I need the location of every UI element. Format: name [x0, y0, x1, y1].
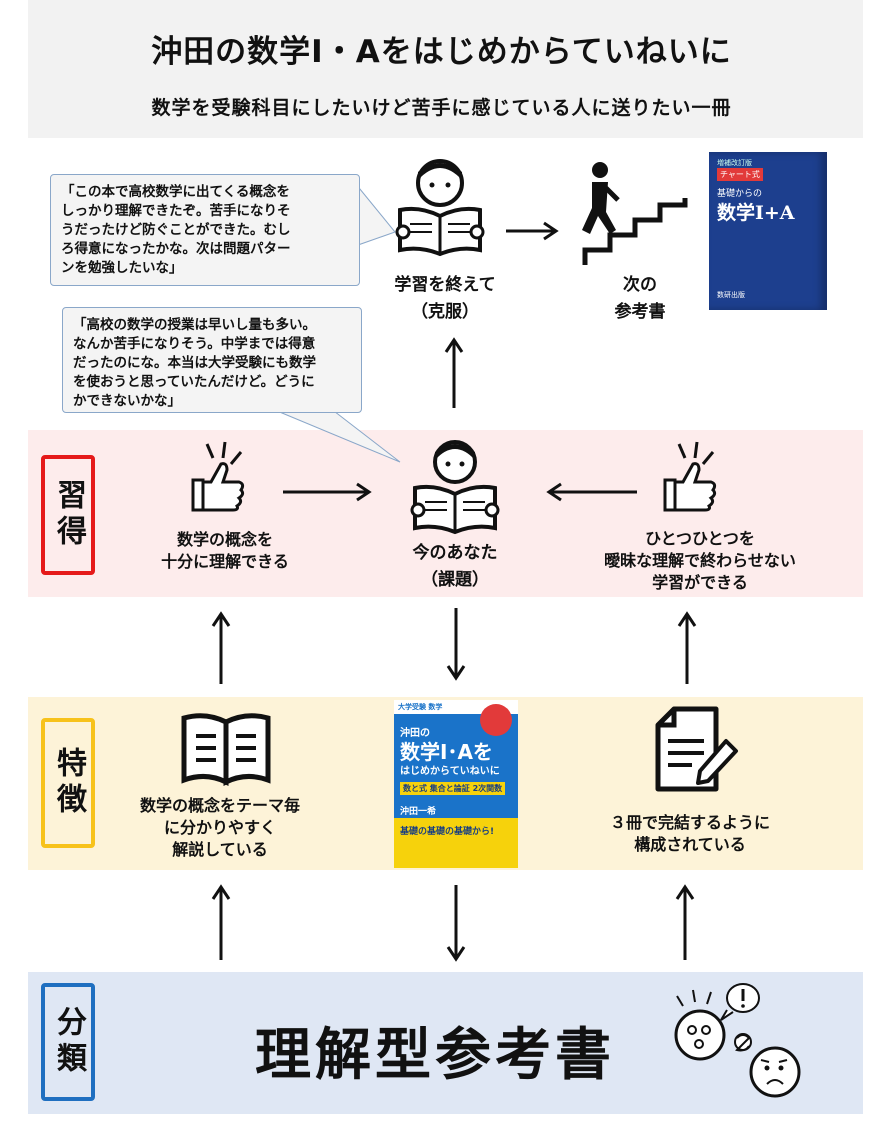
arrow-down-icon — [446, 608, 466, 681]
arrow-up-icon — [211, 611, 231, 684]
current-you-label: 今のあなた （課題） — [412, 543, 498, 590]
book-subtitle: 基礎からの — [717, 189, 763, 199]
arrow-down-icon — [446, 885, 466, 962]
featured-book-line1: 沖田の — [400, 728, 430, 739]
thumbs-up-right-icon — [663, 441, 717, 512]
after-study-label: 学習を終えて （克服） — [394, 275, 496, 322]
classification-tag: 分類 — [41, 983, 95, 1101]
features-tag: 特徴 — [41, 718, 95, 848]
book-publisher: 数研出版 — [717, 291, 745, 299]
next-reference-book-cover: 増補改訂版 チャート式 基礎からの 数学Ⅰ+A 数研出版 — [709, 152, 827, 310]
arrow-up-icon — [211, 884, 231, 960]
book-series: チャート式 — [717, 168, 763, 181]
speech-bubble-after: 「この本で高校数学に出てくる概念を しっかり理解できたぞ。苦手になりそ うだった… — [50, 174, 360, 286]
featured-book-series: 大学受験 数学 — [398, 703, 443, 711]
classification-label: 理解型参考書 — [255, 1023, 615, 1088]
featured-book-cover: 大学受験 数学 沖田の 数学Ⅰ･Aを はじめからていねいに 数と式 集合と論証 … — [394, 700, 518, 868]
thumbs-up-left-icon — [191, 441, 245, 512]
open-book-icon — [181, 713, 271, 787]
reader-now-icon — [410, 440, 500, 535]
next-book-label: 次の 参考書 — [614, 275, 666, 322]
mastery-right-label: ひとつひとつを 曖昧な理解で終わらせない 学習ができる — [604, 529, 796, 592]
featured-book-line3: はじめからていねいに — [400, 766, 500, 777]
features-left-label: 数学の概念をテーマ毎 に分かりやすく 解説している — [139, 796, 300, 859]
arrow-right-icon — [506, 221, 559, 241]
thinking-faces-icon — [674, 983, 801, 1098]
features-right-label: ３冊で完結するように 構成されている — [609, 813, 770, 854]
arrow-left-icon — [546, 482, 637, 502]
mastery-left-label: 数学の概念を 十分に理解できる — [161, 530, 289, 571]
arrow-right-icon — [283, 482, 372, 502]
reader-after-icon — [395, 159, 485, 257]
arrow-up-icon — [444, 337, 464, 408]
featured-book-line2: 数学Ⅰ･Aを — [400, 740, 493, 764]
arrow-up-icon — [675, 884, 695, 960]
featured-book-author: 沖田一希 — [400, 807, 437, 817]
book-edition: 増補改訂版 — [717, 159, 752, 167]
page-subtitle: 数学を受験科目にしたいけど苦手に感じている人に送りたい一冊 — [151, 97, 732, 119]
featured-book-slogan: 基礎の基礎の基礎から! — [400, 827, 495, 837]
featured-book-tag: 数と式 集合と論証 2次関数 — [400, 782, 506, 795]
mastery-tag: 習得 — [41, 455, 95, 575]
stairs-climber-icon — [582, 162, 688, 265]
document-pen-icon — [655, 706, 738, 792]
header-band — [28, 0, 863, 138]
speech-bubble-now: 「高校の数学の授業は早いし量も多い。 なんか苦手になりそう。中学までは得意 だっ… — [62, 307, 362, 413]
featured-book-badge — [480, 704, 512, 736]
page-title: 沖田の数学Ⅰ・Aをはじめからていねいに — [151, 34, 732, 70]
arrow-up-icon — [677, 611, 697, 684]
book-title: 数学Ⅰ+A — [717, 202, 795, 224]
